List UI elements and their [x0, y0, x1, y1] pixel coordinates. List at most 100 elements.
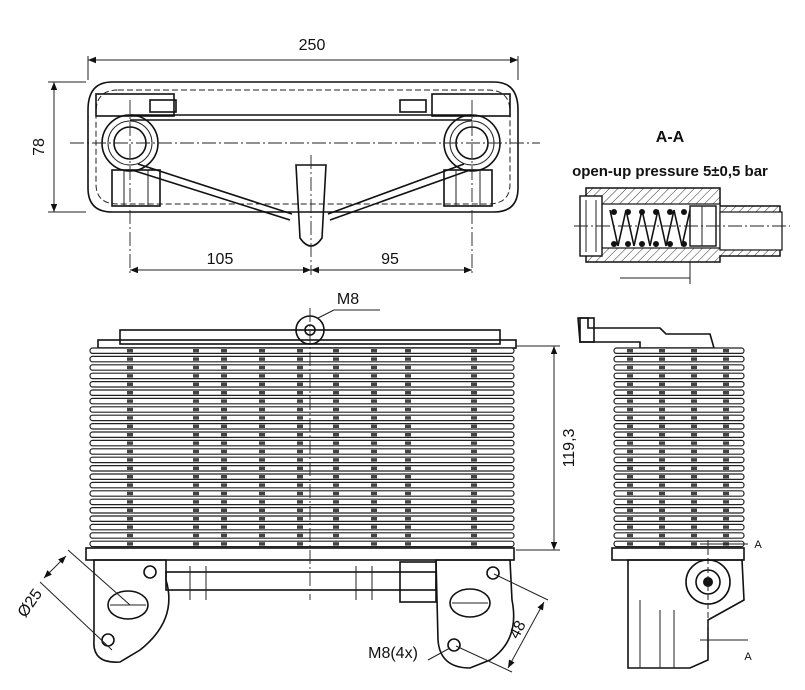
side-rivet — [691, 349, 697, 353]
rivet — [471, 407, 477, 412]
rivet — [297, 491, 303, 496]
cooler-fins — [89, 347, 515, 548]
rivet — [221, 424, 227, 428]
rivet — [193, 449, 199, 454]
rivet — [371, 374, 377, 378]
rivet — [405, 391, 411, 395]
rivet — [221, 458, 227, 462]
rivet — [405, 399, 411, 403]
rivet — [221, 391, 227, 395]
front-view: M8 119,3 Ø25 48 M8(4x) — [15, 291, 578, 673]
side-rivet — [627, 517, 633, 521]
side-rivet — [691, 483, 697, 487]
rivet — [333, 525, 339, 529]
rivet — [371, 407, 377, 412]
rivet — [259, 517, 265, 521]
rivet — [371, 433, 377, 437]
rivet — [259, 475, 265, 479]
side-fin-plate — [613, 431, 745, 439]
rivet — [371, 424, 377, 428]
rivet — [221, 525, 227, 529]
rivet — [127, 533, 133, 538]
side-fin-plate — [613, 381, 745, 388]
side-fin-plate — [613, 347, 745, 355]
rivet — [259, 533, 265, 538]
rivet — [127, 424, 133, 428]
rivet — [371, 483, 377, 487]
rivet — [471, 349, 477, 353]
rivet — [127, 382, 133, 386]
section-title: A-A — [656, 129, 685, 146]
rivet — [127, 365, 133, 370]
rivet — [371, 517, 377, 521]
rivet — [259, 500, 265, 504]
rivet — [333, 365, 339, 370]
rivet — [259, 349, 265, 353]
side-rivet — [723, 416, 729, 420]
rivet — [371, 525, 377, 529]
rivet — [471, 533, 477, 538]
side-rivet — [691, 491, 697, 496]
side-rivet — [723, 483, 729, 487]
rivet — [333, 441, 339, 445]
side-rivet — [691, 466, 697, 470]
rivet — [405, 542, 411, 546]
rivet — [333, 407, 339, 412]
rivet — [297, 533, 303, 538]
rivet — [333, 399, 339, 403]
rivet — [127, 357, 133, 361]
rivet — [221, 433, 227, 437]
label-thread-top: M8 — [337, 291, 359, 308]
rivet — [405, 374, 411, 378]
rivet — [127, 491, 133, 496]
side-rivet — [627, 533, 633, 538]
rivet — [297, 349, 303, 353]
section-mark-lower: A — [744, 651, 752, 663]
side-view: A A — [577, 317, 762, 669]
side-rivet — [627, 500, 633, 504]
rivet — [221, 349, 227, 353]
side-rivet — [659, 357, 665, 361]
rivet — [297, 466, 303, 470]
rivet — [297, 374, 303, 378]
rivet — [471, 500, 477, 504]
rivet — [193, 441, 199, 445]
rivet — [127, 508, 133, 512]
rivet — [333, 458, 339, 462]
rivet — [405, 517, 411, 521]
side-rivet — [627, 458, 633, 462]
side-fin-plate — [613, 439, 745, 447]
side-rivet — [723, 500, 729, 504]
rivet — [471, 433, 477, 437]
rivet — [193, 407, 199, 412]
rivet — [259, 525, 265, 529]
dim-length-250: 250 — [299, 37, 326, 54]
side-rivet — [659, 508, 665, 512]
rivet — [297, 407, 303, 412]
side-rivet — [627, 424, 633, 428]
rivet — [333, 433, 339, 437]
rivet — [297, 483, 303, 487]
rivet — [221, 542, 227, 546]
side-rivet — [691, 382, 697, 386]
rivet — [297, 365, 303, 370]
side-rivet — [723, 491, 729, 496]
side-rivet — [691, 365, 697, 370]
rivet — [471, 508, 477, 512]
side-rivet — [691, 458, 697, 462]
side-rivet — [659, 382, 665, 386]
side-rivet — [723, 357, 729, 361]
rivet — [259, 416, 265, 420]
side-rivet — [659, 374, 665, 378]
side-rivet — [659, 517, 665, 521]
side-rivet — [659, 407, 665, 412]
rivet — [259, 424, 265, 428]
dim-left-105: 105 — [207, 251, 234, 268]
rivet — [193, 525, 199, 529]
side-fin-plate — [613, 481, 745, 489]
rivet — [333, 424, 339, 428]
rivet — [221, 449, 227, 454]
rivet — [259, 441, 265, 445]
rivet — [405, 500, 411, 504]
rivet — [193, 416, 199, 420]
